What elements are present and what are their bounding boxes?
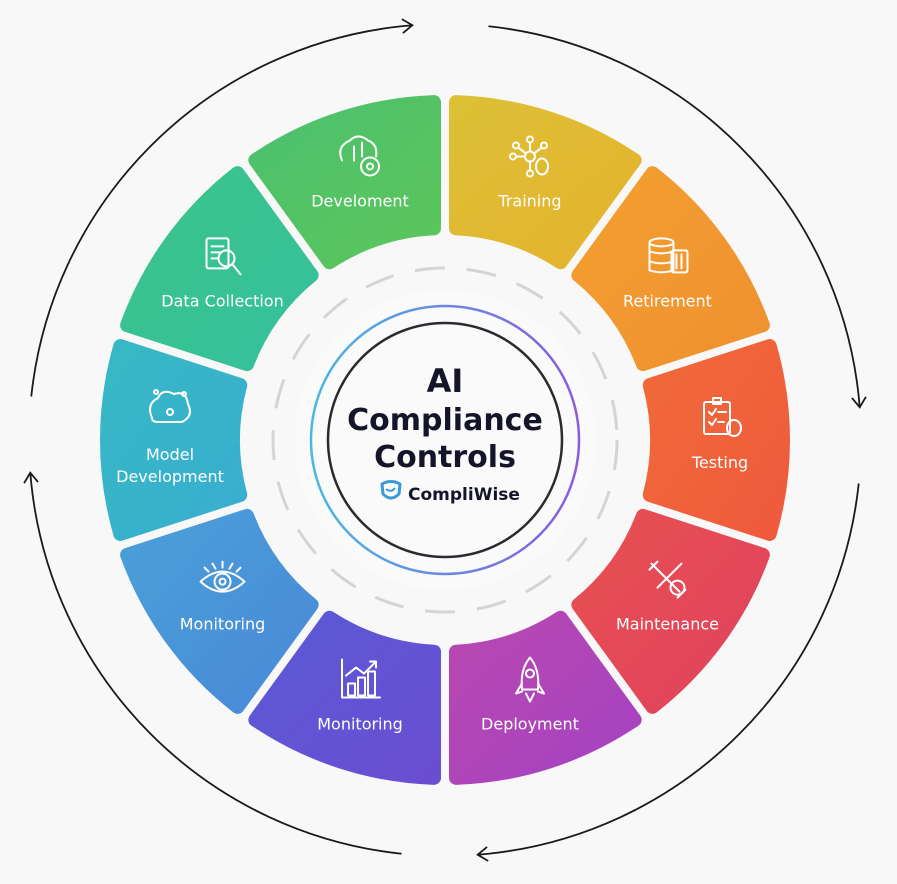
segment-monitoring: Monitoring — [248, 610, 441, 785]
segment-shape — [248, 95, 441, 270]
segment-monitoring: Monitoring — [120, 508, 319, 714]
segment-shape — [571, 508, 770, 714]
segment-deployment: Deployment — [449, 610, 642, 785]
document-search-icon — [205, 237, 242, 276]
segment-ring: TrainingRetirementTestingMaintenanceDepl… — [100, 95, 790, 785]
segment-maintenance: Maintenance — [571, 508, 770, 714]
segment-shape — [100, 339, 248, 541]
cycle-arrowhead-icon — [851, 396, 867, 409]
cycle-arc — [30, 483, 402, 855]
segment-training: Training — [449, 95, 642, 270]
segment-label: Training — [497, 191, 561, 210]
cycle-arrowhead-icon — [476, 846, 489, 862]
segment-label: Maintenance — [616, 615, 719, 634]
segment-label: Develoment — [311, 191, 409, 210]
segment-label: Development — [116, 467, 224, 486]
cycle-arc — [488, 483, 860, 855]
compliwise-logo-icon — [380, 480, 402, 500]
center-circle — [326, 321, 564, 559]
segment-testing: Testing — [642, 339, 790, 541]
segment-label: Testing — [691, 453, 748, 472]
cycle-arc — [488, 25, 860, 397]
segment-label: Deployment — [481, 715, 579, 734]
growth-chart-icon — [341, 658, 382, 699]
cycle-arrowhead-icon — [23, 471, 39, 484]
wrench-gear-icon — [648, 560, 687, 599]
segment-retirement: Retirement — [571, 166, 770, 372]
brain-gear-icon — [339, 135, 381, 177]
cycle-arrow-ring — [23, 18, 867, 862]
segment-shape — [120, 508, 319, 714]
gradient-ring — [309, 304, 581, 576]
brain-circuit-icon — [149, 389, 191, 423]
database-archive-icon — [648, 237, 689, 274]
segment-label: Monitoring — [180, 615, 266, 634]
brand-name: CompliWise — [408, 485, 520, 505]
segment-label: Monitoring — [317, 715, 403, 734]
segment-data-collection: Data Collection — [120, 166, 319, 372]
segment-label: Data Collection — [161, 291, 283, 310]
clipboard-bug-icon — [703, 397, 742, 437]
segment-shape — [642, 339, 790, 541]
dashed-ring — [271, 266, 619, 614]
rocket-icon — [514, 656, 545, 703]
cycle-arc — [30, 25, 402, 397]
network-bug-icon — [508, 135, 549, 178]
segment-shape — [449, 610, 642, 785]
segment-label: Model — [146, 445, 194, 464]
eye-icon — [199, 560, 246, 593]
segment-shape — [449, 95, 642, 270]
segment-label: Retirement — [623, 291, 712, 310]
cycle-arrowhead-icon — [401, 18, 414, 34]
title-line-1: AI — [427, 362, 464, 400]
segment-develoment: Develoment — [248, 95, 441, 270]
title-line-2: Compliance — [347, 403, 543, 438]
title-line-3: Controls — [374, 440, 516, 475]
